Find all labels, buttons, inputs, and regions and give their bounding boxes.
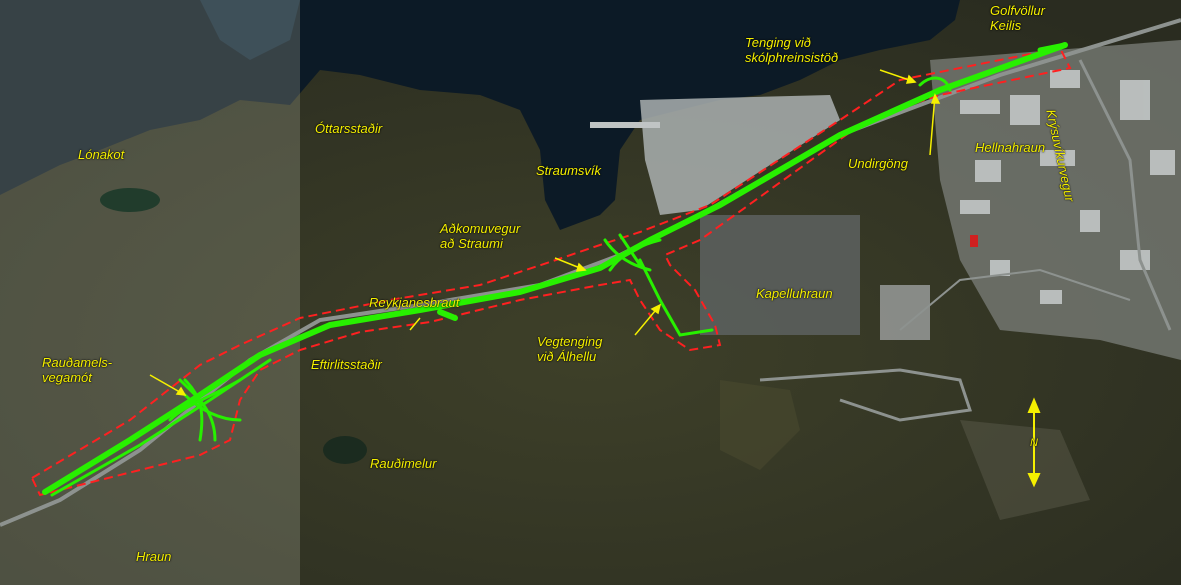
label-adkomuvegur-line2: að Straumi: [440, 236, 503, 251]
raudamels-interchange: [168, 378, 242, 442]
label-reykjanesbraut: Reykjanesbraut: [369, 295, 460, 310]
industrial-yard: [700, 215, 860, 335]
label-kapelluhraun: Kapelluhraun: [756, 286, 833, 301]
moss-patch-2: [960, 420, 1090, 520]
label-golfvollur: Golfvöllur Keilis: [990, 3, 1045, 33]
moss-patch: [720, 380, 800, 470]
label-ottarsstadir: Óttarsstaðir: [315, 121, 383, 136]
label-straumsvik: Straumsvík: [536, 163, 602, 178]
label-eftirlitsstadir: Eftirlitsstaðir: [311, 357, 382, 372]
label-hellnahraun: Hellnahraun: [975, 140, 1046, 155]
label-golfvollur-line1: Golfvöllur: [990, 3, 1045, 18]
label-north: N: [1030, 437, 1038, 449]
label-adkomuvegur-line1: Aðkomuvegur: [440, 221, 521, 236]
sea-area: [0, 0, 960, 230]
sea-highlight: [200, 0, 300, 60]
leader-lines: [149, 69, 941, 396]
label-adkomuvegur: Aðkomuvegur að Straumi: [440, 221, 520, 251]
pier: [590, 122, 660, 128]
alhella-connection: [638, 258, 714, 337]
label-raudamels-line1: Rauðamels-: [42, 355, 113, 370]
town-buildings: [960, 70, 1175, 304]
town-east: [930, 40, 1181, 360]
label-lonakot: Lónakot: [78, 147, 125, 162]
label-golfvollur-line2: Keilis: [990, 18, 1022, 33]
route-alignment: [42, 42, 1068, 497]
sewage-connector: [1037, 42, 1068, 53]
road-local-2: [899, 268, 1131, 331]
label-raudamels: Rauðamels- vegamót: [42, 355, 112, 385]
red-building: [970, 235, 978, 247]
road-krysuvikurvegur: [1078, 59, 1172, 331]
raudimelur-crater: [323, 436, 367, 464]
label-vegtenging-line2: við Álhellu: [537, 349, 597, 364]
access-ramp: [437, 309, 458, 321]
label-raudamels-line2: vegamót: [42, 370, 92, 385]
label-tenging-line2: skólphreinsistöð: [745, 50, 839, 65]
smelter-buildings: [640, 95, 840, 215]
lonakot-pond: [100, 188, 160, 212]
project-boundary: [30, 46, 1072, 497]
label-undirgong: Undirgöng: [848, 156, 908, 171]
label-hraun: Hraun: [136, 549, 172, 564]
west-overlay: [0, 0, 300, 585]
label-vegtenging: Vegtenging við Álhellu: [537, 334, 602, 364]
label-raudimelur: Rauðimelur: [370, 456, 437, 471]
label-tenging: Tenging við skólphreinsistöð: [745, 35, 838, 65]
underpass-connector: [918, 76, 952, 92]
label-vegtenging-line1: Vegtenging: [537, 334, 603, 349]
north-arrow: [1027, 397, 1041, 488]
route-main: [42, 42, 1068, 495]
label-tenging-line1: Tenging við: [745, 35, 812, 50]
road-local: [759, 368, 972, 422]
